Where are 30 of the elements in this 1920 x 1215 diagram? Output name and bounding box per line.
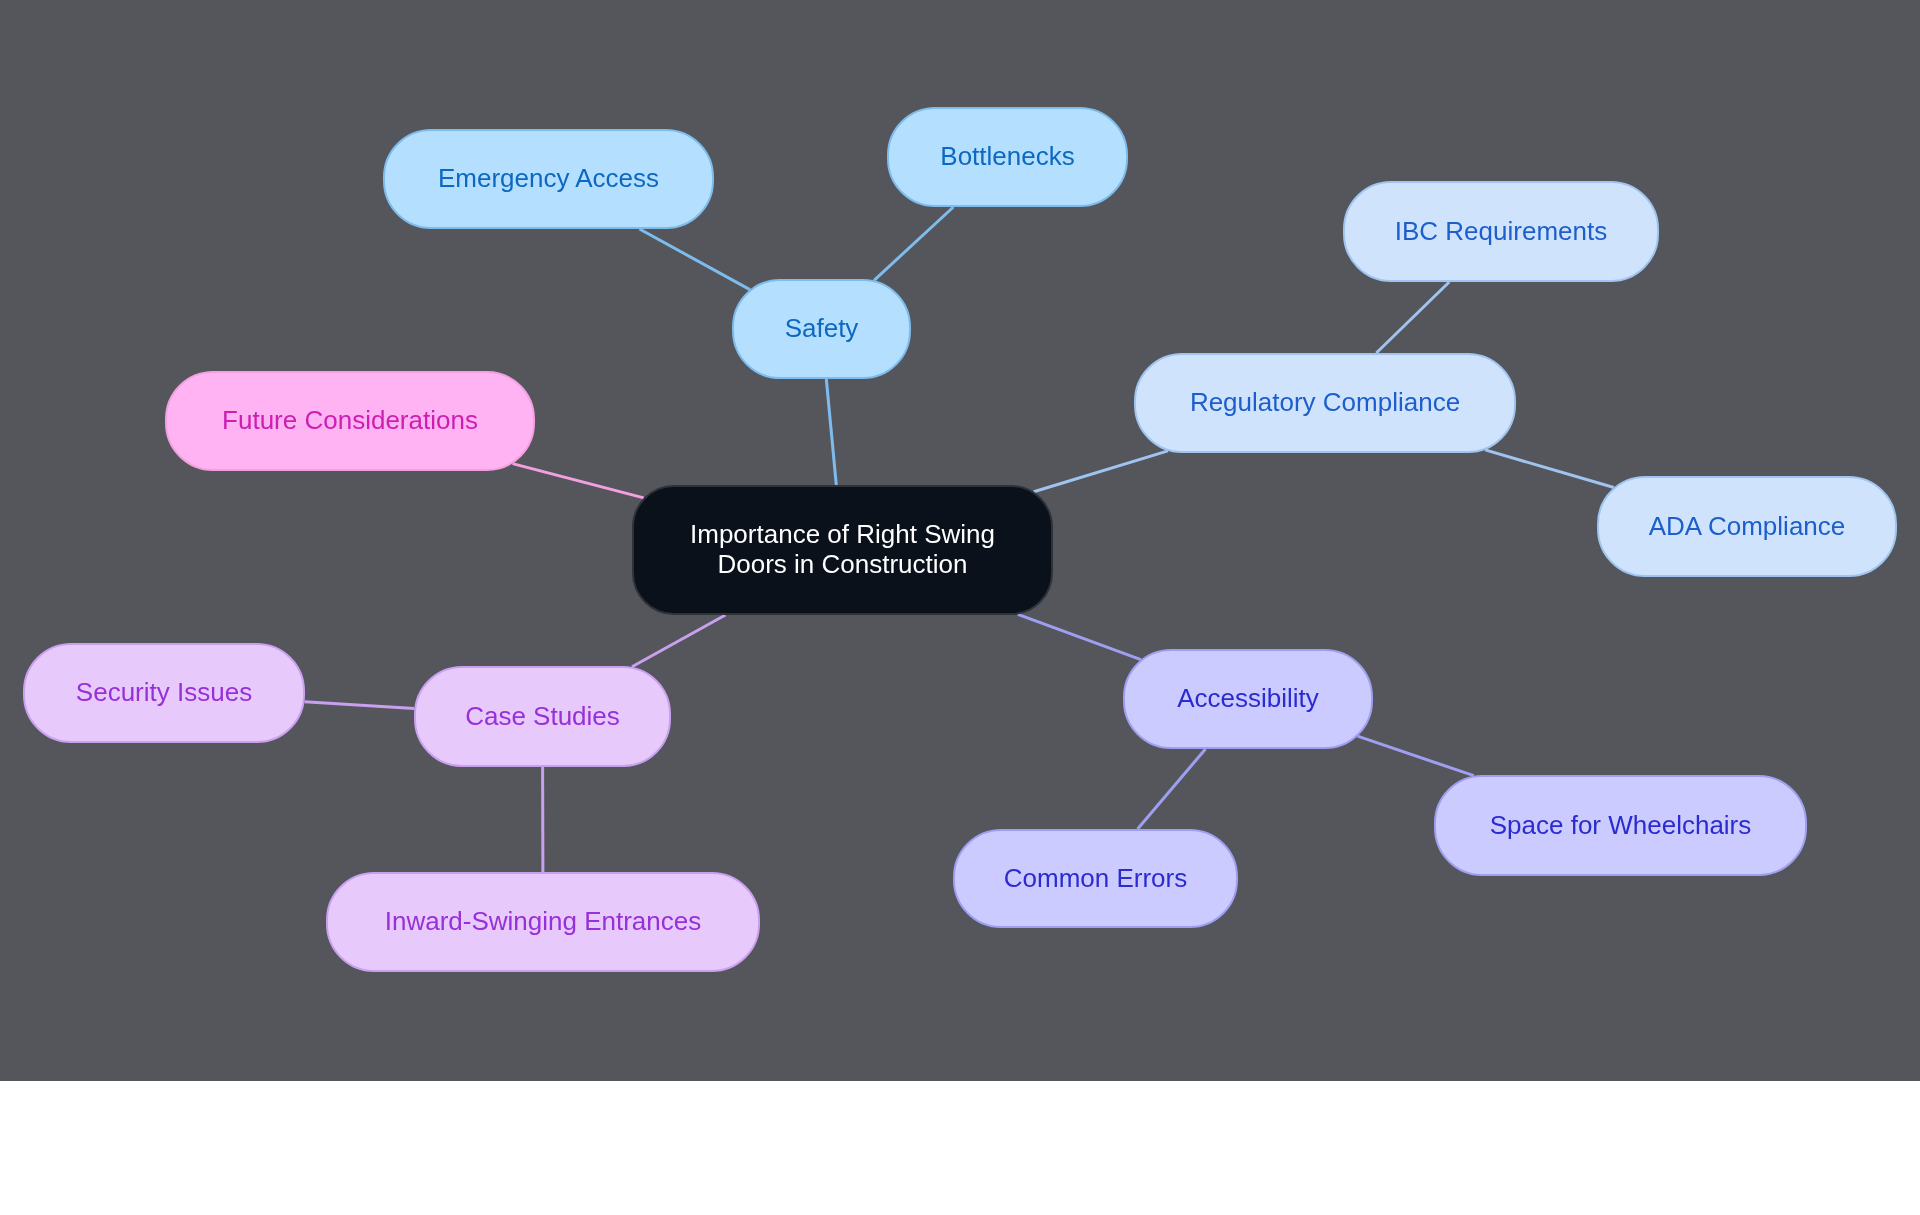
connector-line (1357, 734, 1475, 778)
topic-label: Safety (784, 314, 859, 344)
topic-node (1123, 649, 1373, 749)
central-topic-label: Importance of Right Swing Doors in Construction (689, 520, 996, 580)
topic-label: Space for Wheelchairs (1489, 810, 1752, 841)
topic-label: ADA Compliance (1648, 511, 1846, 542)
connector-line (873, 205, 955, 282)
topic-label: Accessibility (1177, 684, 1319, 714)
topic-label: Regulatory Compliance (1189, 388, 1461, 418)
connector-line (1375, 280, 1451, 355)
topic-label: Case Studies (465, 701, 620, 732)
topic-label: Emergency Access (437, 164, 660, 194)
topic-label: Security Issues (75, 678, 253, 708)
topic-label: Future Considerations (222, 406, 478, 436)
connector-line (1017, 613, 1142, 661)
connector-line (824, 378, 838, 486)
connector-line (1033, 449, 1169, 494)
connector-line (631, 613, 727, 669)
topic-label: Common Errors (1003, 863, 1188, 894)
topic-label: IBC Requirements (1394, 216, 1608, 247)
topic-node (1597, 476, 1897, 577)
topic-label: Inward-Swinging Entrances (384, 907, 702, 937)
connector-line (1136, 748, 1207, 830)
connector-line (512, 462, 645, 500)
connector-line (638, 227, 751, 291)
connector-line (1484, 448, 1615, 489)
connector-line (304, 700, 415, 710)
topic-label: Bottlenecks (940, 142, 1075, 172)
connector-line (541, 767, 545, 872)
central-topic-node (632, 485, 1053, 615)
